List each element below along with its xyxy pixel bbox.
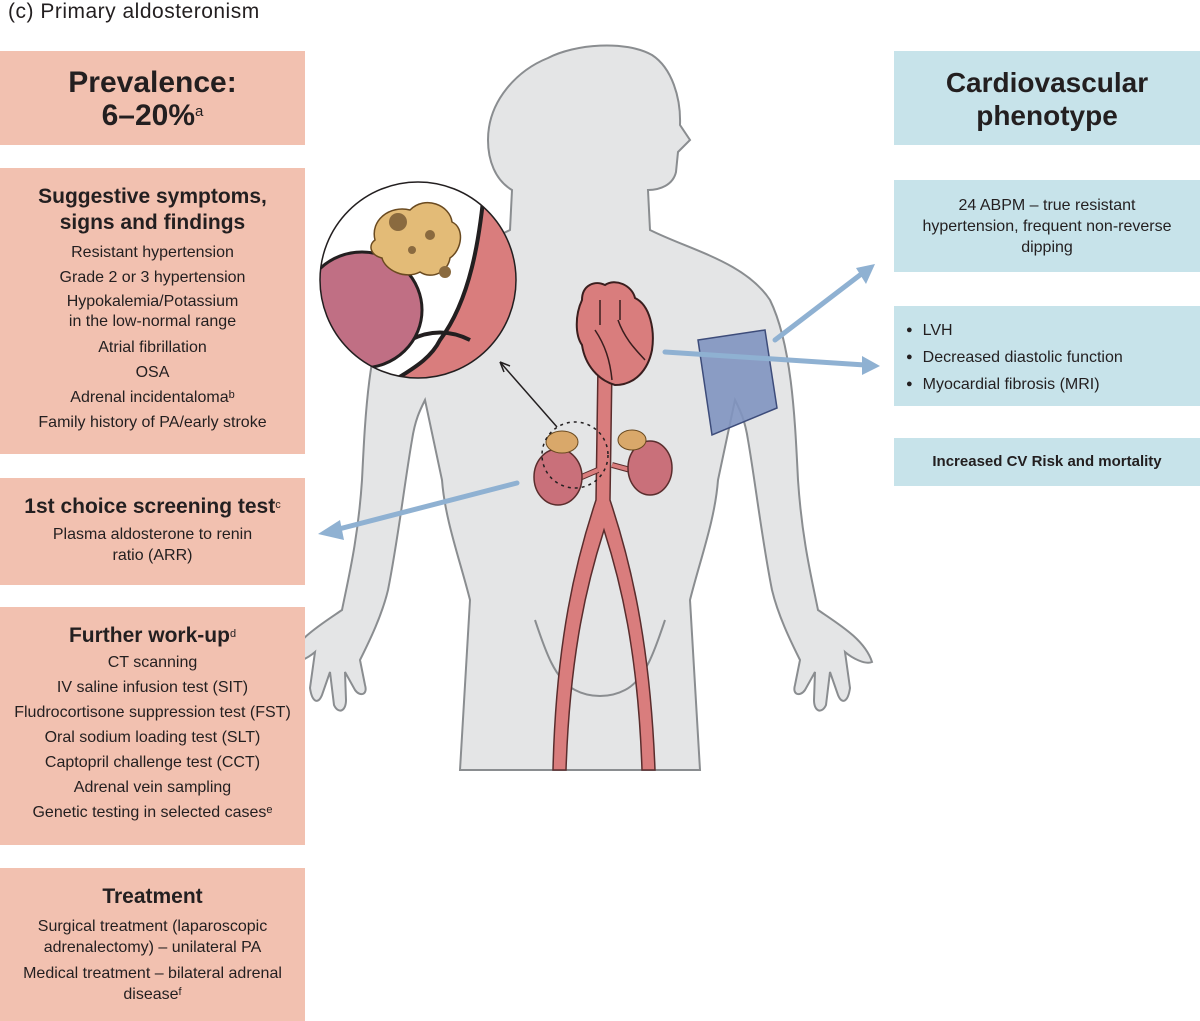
treatment-line: Medical treatment – bilateral adrenal — [23, 965, 282, 982]
groin-outline — [534, 619, 666, 697]
symptoms-heading-2: signs and findings — [59, 211, 246, 234]
figure-title: (c) Primary aldosteronism — [8, 0, 260, 23]
adrenal-gland-right — [617, 429, 647, 451]
kidney-left — [533, 448, 583, 506]
workup-item: Captopril challenge test (CCT) — [44, 754, 261, 771]
abpm-line: 24 ABPM – true resistant — [958, 197, 1136, 214]
cv-phenotype-box: Cardiovascular phenotype — [894, 51, 1200, 145]
symptom-item: Hypokalemia/Potassium — [66, 293, 239, 310]
workup-item-genetic: Genetic testing in selected casese — [0, 800, 305, 825]
screening-box: 1st choice screening testc Plasma aldost… — [0, 478, 305, 585]
arrow-to-findings — [662, 349, 868, 368]
kidney-right — [627, 440, 673, 496]
symptom-item-text: Adrenal incidentaloma — [70, 389, 229, 406]
symptom-item: in the low-normal range — [68, 313, 237, 330]
finding-item: LVH — [906, 318, 1200, 345]
workup-item: Oral sodium loading test (SLT) — [44, 729, 261, 746]
heart — [575, 281, 654, 387]
cv-risk-box: Increased CV Risk and mortality — [894, 438, 1200, 486]
cv-risk-text: Increased CV Risk and mortality — [932, 453, 1162, 470]
arrow-to-screening — [332, 480, 520, 533]
dotted-highlight-circle — [541, 421, 609, 489]
prevalence-box: Prevalence: 6–20%a — [0, 51, 305, 145]
screening-heading-line: 1st choice screening testc — [0, 494, 305, 520]
symptom-item: Resistant hypertension — [71, 244, 234, 261]
pointer-line — [499, 361, 558, 428]
symptoms-box: Suggestive symptoms, signs and findings … — [0, 168, 305, 454]
workup-item: Fludrocortisone suppression test (FST) — [14, 704, 291, 721]
symptom-item: Atrial fibrillation — [98, 339, 207, 356]
screening-footnote: c — [275, 499, 281, 511]
abpm-line: dipping — [1021, 239, 1073, 256]
workup-heading-line: Further work-upd — [0, 623, 305, 649]
aorta — [552, 364, 656, 771]
treatment-line-disease: diseasef — [0, 984, 305, 1005]
workup-footnote: d — [229, 628, 237, 640]
prevalence-value: 6–20% — [101, 99, 196, 132]
workup-item-text: Genetic testing in selected cases — [32, 804, 267, 821]
disease-footnote: f — [178, 986, 182, 998]
finding-item: Myocardial fibrosis (MRI) — [906, 372, 1200, 399]
finding-item: Decreased diastolic function — [906, 345, 1200, 372]
incidentaloma-footnote: b — [228, 389, 235, 401]
treatment-line: Surgical treatment (laparoscopic — [37, 918, 268, 935]
symptom-item: OSA — [135, 364, 170, 381]
prevalence-value-line: 6–20%a — [0, 99, 305, 132]
workup-item: IV saline infusion test (SIT) — [56, 679, 249, 696]
symptom-item-incidentaloma: Adrenal incidentalomab — [0, 385, 305, 410]
adrenal-gland-left — [545, 430, 579, 454]
workup-heading: Further work-up — [68, 624, 230, 647]
symptom-item: Family history of PA/early stroke — [38, 414, 267, 431]
prevalence-label: Prevalence: — [68, 66, 237, 99]
screening-heading: 1st choice screening test — [24, 495, 276, 518]
arrow-to-abpm — [772, 272, 863, 343]
screening-line: ratio (ARR) — [112, 547, 193, 564]
magnified-adrenal-view — [319, 181, 517, 379]
treatment-heading: Treatment — [102, 885, 203, 908]
cv-heading-2: phenotype — [976, 100, 1118, 131]
screening-line: Plasma aldosterone to renin — [52, 526, 253, 543]
cardiac-findings-box: LVH Decreased diastolic function Myocard… — [894, 306, 1200, 406]
cv-heading-1: Cardiovascular — [945, 67, 1149, 98]
treatment-line: adrenalectomy) – unilateral PA — [43, 939, 262, 956]
workup-item: CT scanning — [107, 654, 198, 671]
treatment-line-text: disease — [123, 986, 179, 1003]
abpm-box: 24 ABPM – true resistant hypertension, f… — [894, 180, 1200, 272]
workup-box: Further work-upd CT scanning IV saline i… — [0, 607, 305, 845]
workup-item: Adrenal vein sampling — [73, 779, 232, 796]
symptom-item: Grade 2 or 3 hypertension — [59, 269, 246, 286]
body-silhouette — [286, 44, 874, 771]
abpm-line: hypertension, frequent non-reverse — [922, 218, 1172, 235]
symptoms-heading-1: Suggestive symptoms, — [38, 185, 267, 208]
treatment-box: Treatment Surgical treatment (laparoscop… — [0, 868, 305, 1021]
genetic-footnote: e — [266, 804, 273, 816]
prevalence-footnote: a — [195, 103, 204, 120]
